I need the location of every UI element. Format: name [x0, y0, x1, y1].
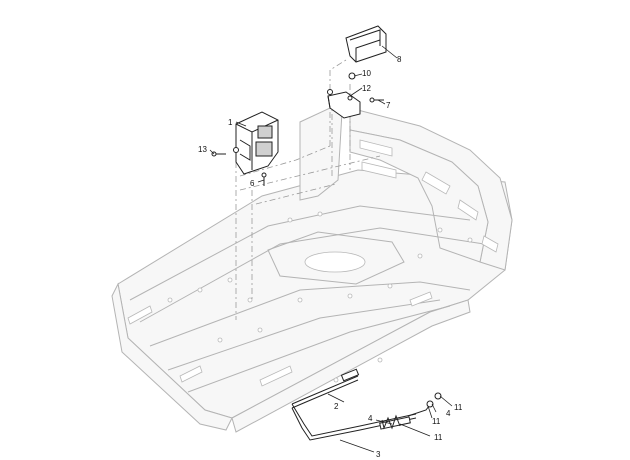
part-cover	[345, 25, 387, 63]
bolt-head-icon	[261, 172, 267, 178]
callout-4-right: 4	[446, 409, 451, 418]
callout-11-lower: 11	[434, 433, 443, 442]
callout-7: 8	[397, 55, 402, 64]
callout-2: 2	[334, 402, 339, 411]
callout-12: 12	[362, 84, 371, 93]
callout-13: 13	[198, 145, 207, 154]
callout-10: 11	[454, 403, 463, 412]
machine-frame	[111, 107, 513, 433]
callouts: 8 10 12 7 1 13 6 2 3 4 11 11 4 11	[198, 55, 463, 459]
washer-icon	[434, 392, 442, 400]
callout-1: 1	[228, 118, 233, 127]
screw-head-icon	[369, 97, 375, 103]
part-control-module	[233, 111, 279, 175]
callout-3: 3	[376, 450, 381, 459]
assembly-guide-lines	[235, 59, 381, 320]
callout-4-left: 4	[368, 414, 373, 423]
callout-5: 6	[250, 179, 255, 188]
nut-icon	[426, 400, 434, 408]
callout-6: 7	[386, 101, 391, 110]
callout-11-upper: 11	[432, 417, 441, 426]
callout-8: 10	[362, 69, 371, 78]
leader-lines	[209, 45, 453, 453]
part-cable-assembly	[291, 368, 442, 441]
part-bracket	[327, 89, 361, 119]
